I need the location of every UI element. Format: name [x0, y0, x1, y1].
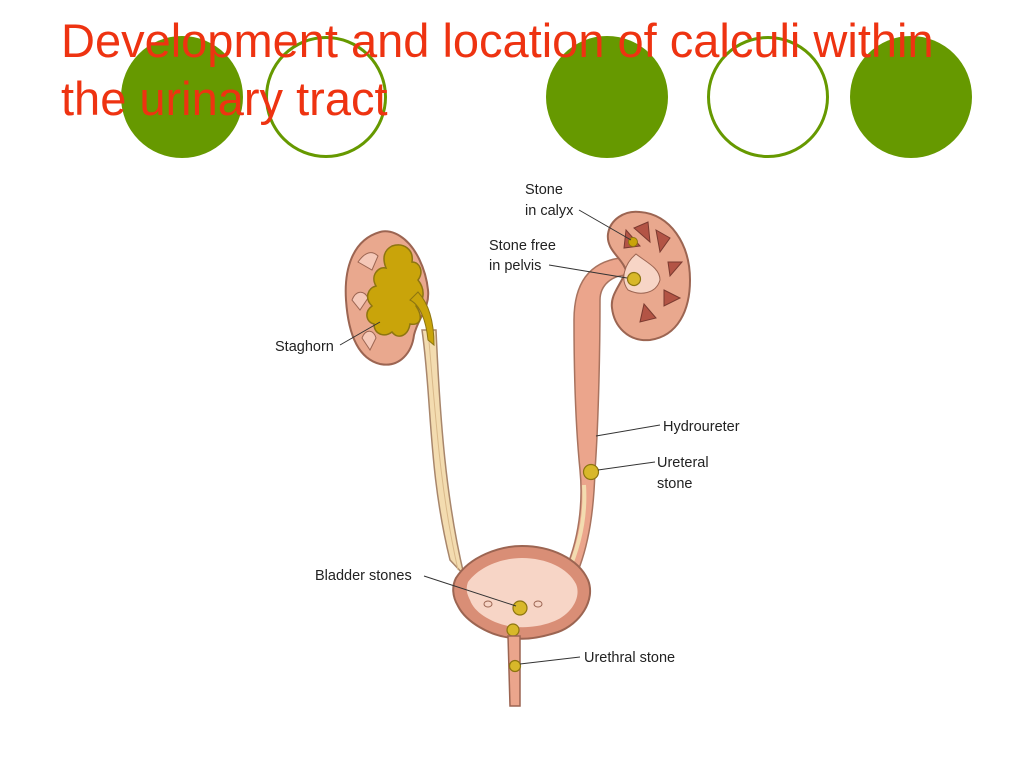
label-staghorn: Staghorn — [275, 339, 334, 355]
urethral-stone — [508, 659, 522, 673]
right-kidney — [606, 210, 692, 342]
left-ureter — [421, 329, 466, 578]
decorative-circle-filled — [850, 36, 972, 158]
label-urethral-stone: Urethral stone — [584, 650, 675, 666]
label-stone-in-calyx: Stone — [525, 182, 563, 198]
label-ureteral-stone: Ureteral — [657, 455, 709, 471]
label-hydroureter: Hydroureter — [663, 419, 740, 435]
label-stone-free-in-pelvis: in pelvis — [489, 258, 541, 274]
label-bladder-stones: Bladder stones — [315, 568, 412, 584]
left-kidney — [344, 230, 435, 366]
label-ureteral-stone: stone — [657, 476, 692, 492]
decorative-circle-filled — [121, 36, 243, 158]
bladder — [452, 544, 591, 640]
label-stone-in-calyx: in calyx — [525, 203, 574, 219]
bladder-neck-stone — [506, 623, 520, 637]
decorative-circle-outline — [265, 36, 387, 158]
leader-lines — [339, 209, 661, 665]
decorative-circle-filled — [546, 36, 668, 158]
decorative-circle-outline — [707, 36, 829, 158]
ureteral-stone — [582, 463, 600, 481]
label-stone-free-in-pelvis: Stone free — [489, 238, 556, 254]
staghorn-calculus — [366, 244, 424, 337]
slide-title: Development and location of calculi with… — [61, 14, 934, 125]
pelvis-stone — [626, 271, 642, 287]
bladder-stone — [512, 600, 528, 616]
